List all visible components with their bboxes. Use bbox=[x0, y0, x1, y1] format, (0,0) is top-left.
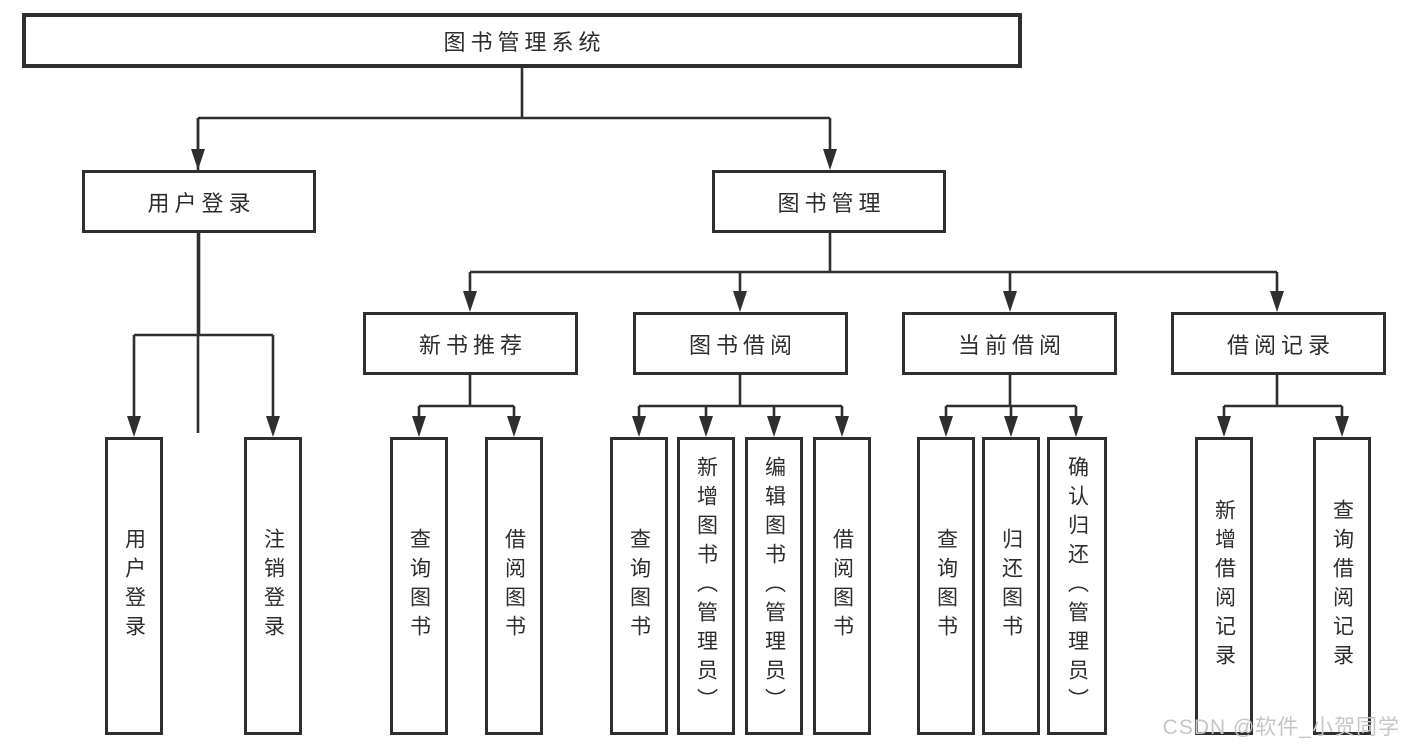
leaf-label: 新增图书（管理员） bbox=[694, 455, 718, 717]
leaf-label: 查询图书 bbox=[407, 528, 431, 644]
node-system-root: 图书管理系统 bbox=[22, 13, 1022, 68]
arrowheads bbox=[127, 149, 1349, 437]
node-user-login: 用户登录 bbox=[82, 170, 316, 233]
node-book-borrow: 图书借阅 bbox=[633, 312, 848, 375]
wire-borrow-record bbox=[1222, 375, 1344, 433]
node-book-management: 图书管理 bbox=[712, 170, 946, 233]
leaf-edit-books-admin: 编辑图书（管理员） bbox=[745, 437, 803, 735]
leaf-query-books-current: 查询图书 bbox=[917, 437, 975, 735]
leaf-add-books-admin: 新增图书（管理员） bbox=[677, 437, 735, 735]
leaf-label: 编辑图书（管理员） bbox=[762, 455, 786, 717]
leaf-logout: 注销登录 bbox=[244, 437, 302, 735]
node-current-borrow: 当前借阅 bbox=[902, 312, 1117, 375]
leaf-confirm-return-admin: 确认归还（管理员） bbox=[1047, 437, 1107, 735]
wire-book-borrow bbox=[637, 375, 844, 433]
leaf-add-borrow-record: 新增借阅记录 bbox=[1195, 437, 1253, 735]
leaf-query-books-borrow: 查询图书 bbox=[610, 437, 668, 735]
wire-root bbox=[196, 68, 832, 433]
leaf-borrow-books: 借阅图书 bbox=[813, 437, 871, 735]
wire-book-mgmt bbox=[468, 232, 1279, 308]
node-new-book-recommend: 新书推荐 bbox=[363, 312, 578, 375]
leaf-query-borrow-record: 查询借阅记录 bbox=[1313, 437, 1371, 735]
leaf-label: 借阅图书 bbox=[502, 528, 526, 644]
leaf-label: 查询图书 bbox=[934, 528, 958, 644]
leaf-label: 查询借阅记录 bbox=[1330, 499, 1354, 673]
leaf-return-books: 归还图书 bbox=[982, 437, 1040, 735]
wire-user-login bbox=[132, 233, 275, 433]
leaf-label: 归还图书 bbox=[999, 528, 1023, 644]
leaf-label: 查询图书 bbox=[627, 528, 651, 644]
leaf-user-login: 用户登录 bbox=[105, 437, 163, 735]
leaf-borrow-books-recommend: 借阅图书 bbox=[485, 437, 543, 735]
leaf-label: 借阅图书 bbox=[830, 528, 854, 644]
leaf-query-books-recommend: 查询图书 bbox=[390, 437, 448, 735]
watermark: CSDN @软件_小贺同学 bbox=[1162, 716, 1400, 739]
leaf-label: 注销登录 bbox=[261, 528, 285, 644]
leaf-label: 新增借阅记录 bbox=[1212, 499, 1236, 673]
leaf-label: 确认归还（管理员） bbox=[1065, 455, 1089, 717]
leaf-label: 用户登录 bbox=[122, 528, 146, 644]
node-borrow-record: 借阅记录 bbox=[1171, 312, 1386, 375]
wire-new-book bbox=[417, 375, 516, 433]
